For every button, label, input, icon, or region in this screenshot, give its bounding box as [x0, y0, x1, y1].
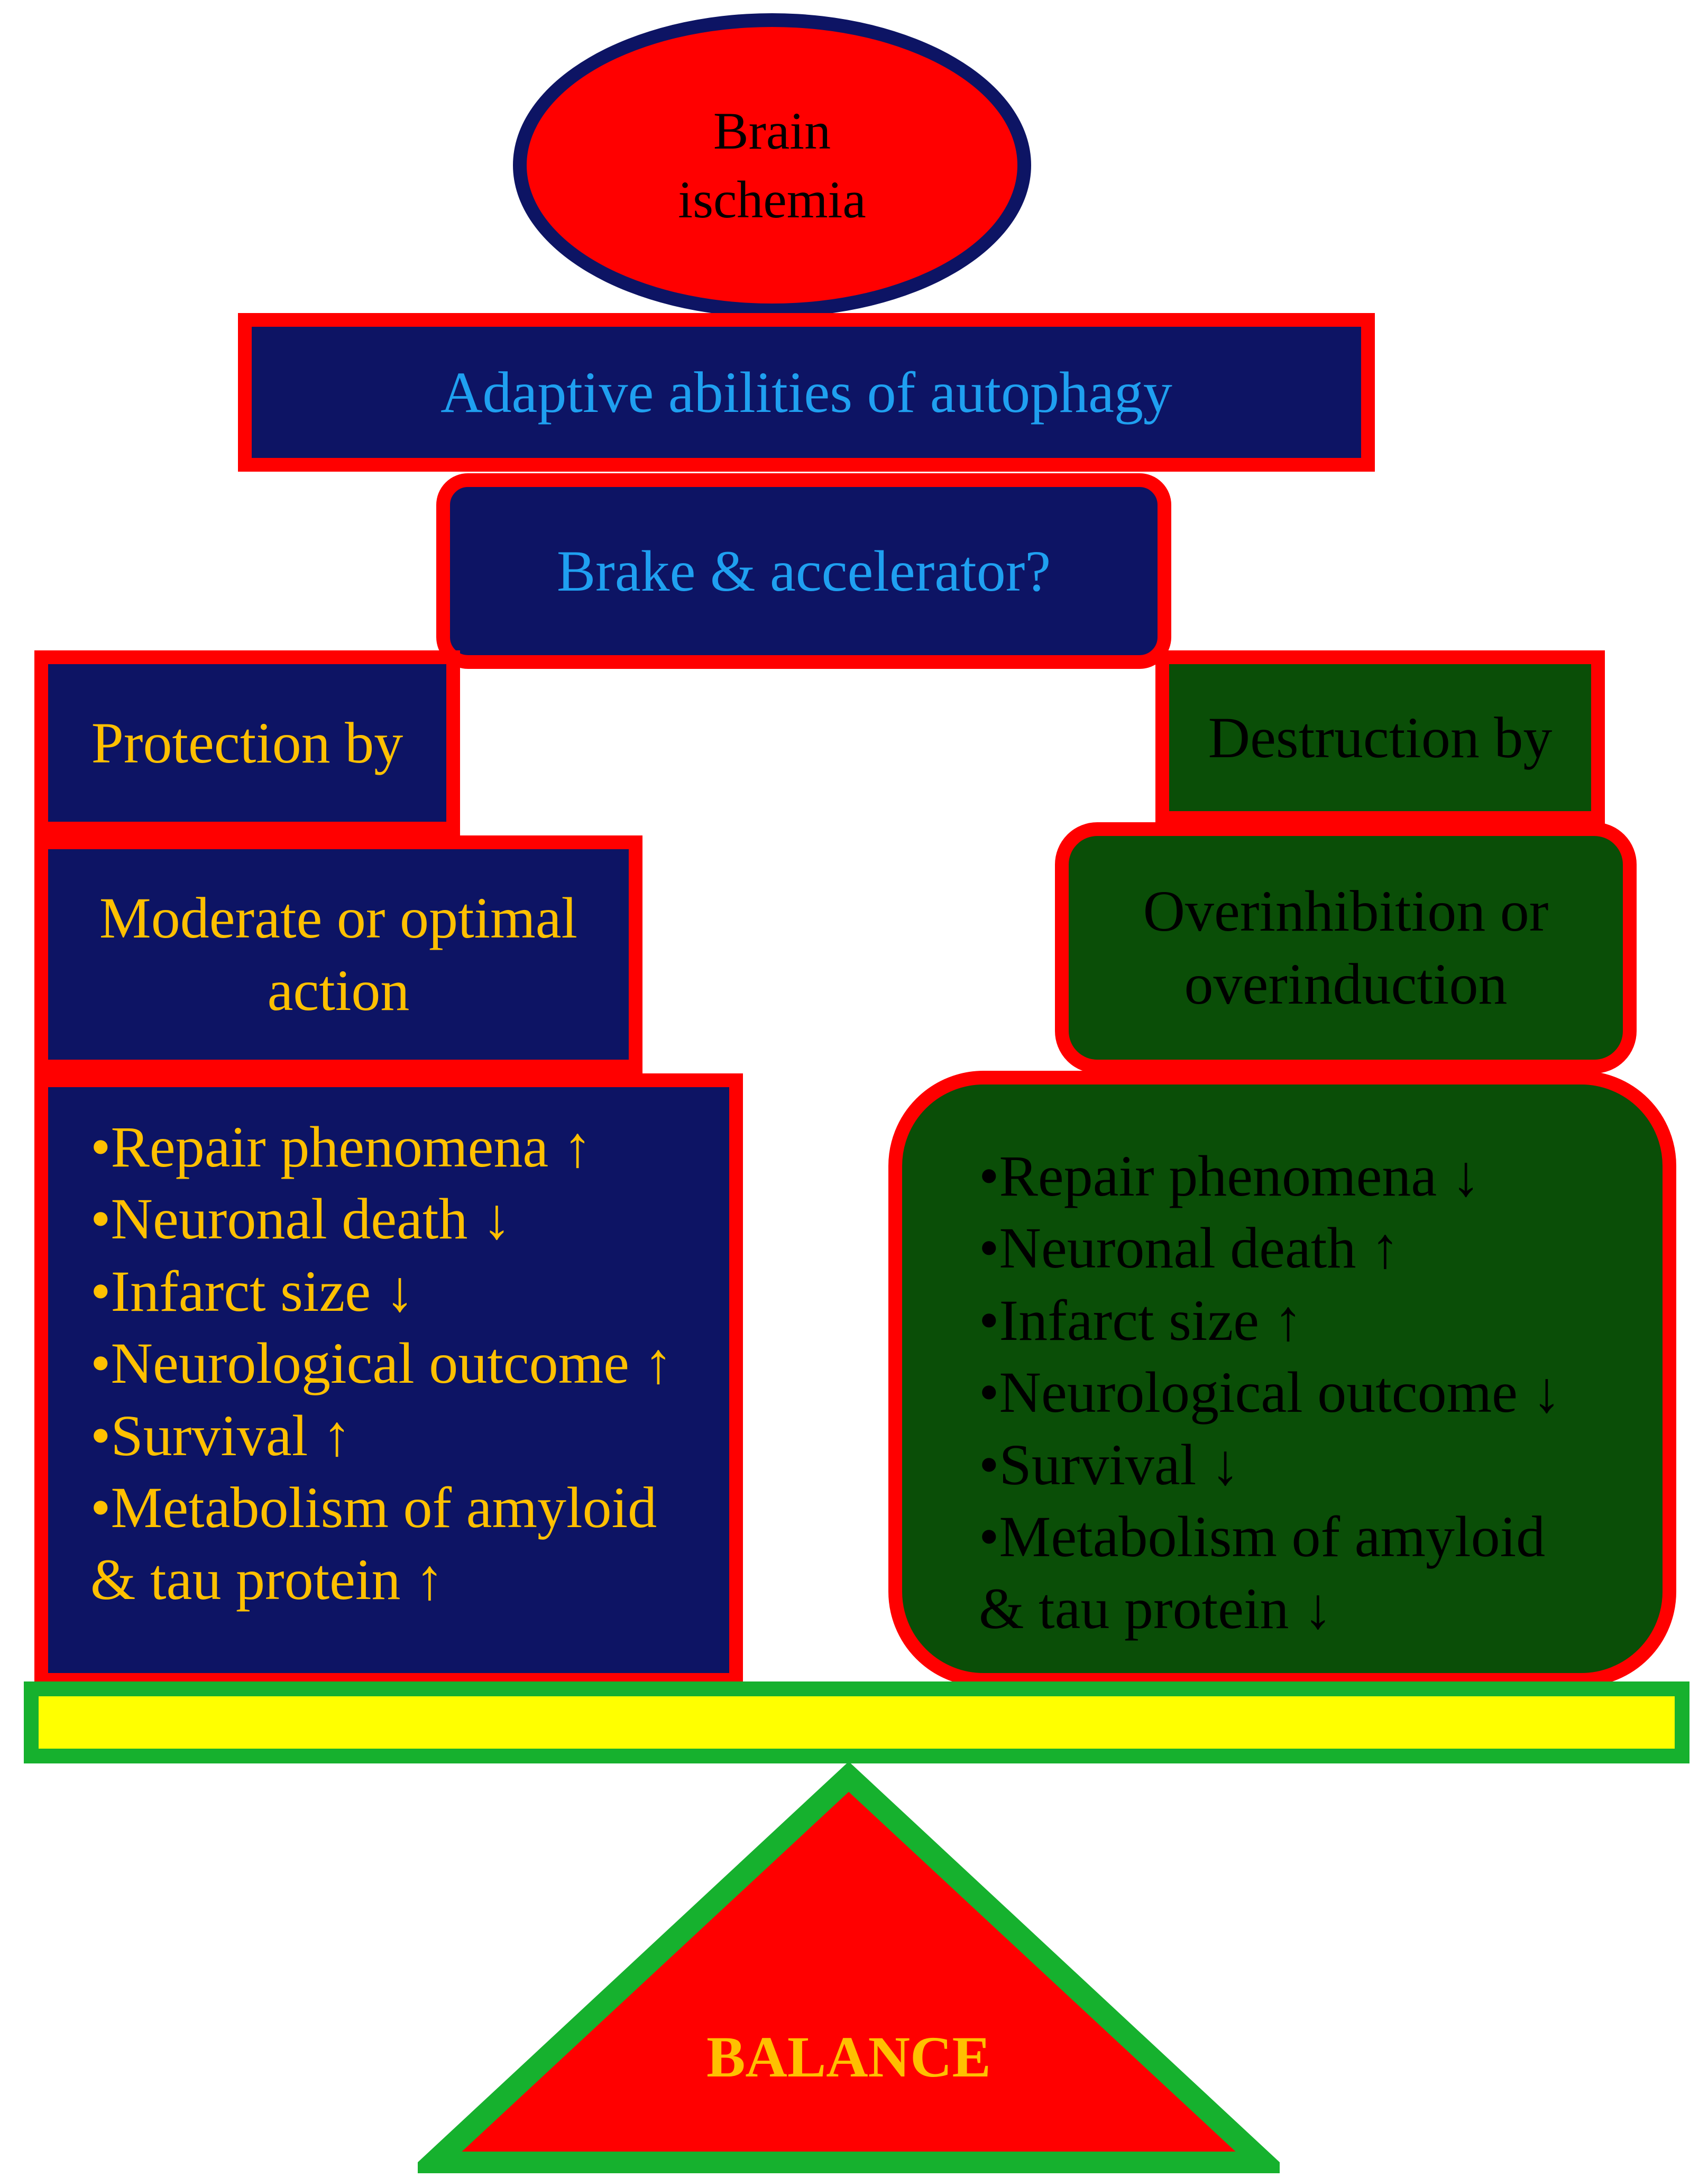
protection-header-box: Protection by [34, 650, 460, 835]
list-item: •Survival ↓ [979, 1432, 1240, 1497]
list-item: •Repair phenomena ↑ [90, 1115, 592, 1179]
list-item: •Metabolism of amyloid [90, 1475, 657, 1540]
moderate-action-line-1: Moderate or optimal [99, 885, 578, 950]
balance-fulcrum [418, 1761, 1280, 2173]
adaptive-abilities-box: Adaptive abilities of autophagy [238, 313, 1375, 472]
brain-ischemia-line-2: ischemia [678, 170, 866, 229]
list-item: & tau protein ↑ [90, 1547, 445, 1612]
brake-accelerator-label: Brake & accelerator? [556, 538, 1051, 603]
balance-beam [24, 1681, 1689, 1763]
balance-label-box: BALANCE [418, 2004, 1280, 2110]
list-item: •Infarct size ↑ [979, 1288, 1303, 1353]
list-item: •Neurological outcome ↑ [90, 1331, 673, 1396]
brake-accelerator-box: Brake & accelerator? [436, 473, 1171, 669]
destruction-header-box: Destruction by [1155, 650, 1605, 825]
list-item: •Neurological outcome ↓ [979, 1360, 1562, 1425]
overinhibition-line-1: Overinhibition or [1143, 879, 1549, 943]
overinhibition-line-2: overinduction [1184, 951, 1508, 1016]
brain-ischemia-node: Brain ischemia [513, 13, 1031, 317]
protection-effects-list: •Repair phenomena ↑ •Neuronal death ↓ •I… [34, 1073, 743, 1687]
destruction-effects-list: •Repair phenomena ↓ •Neuronal death ↑ •I… [888, 1071, 1676, 1687]
list-item: •Survival ↑ [90, 1403, 352, 1468]
protection-header-label: Protection by [91, 710, 403, 775]
brain-ischemia-line-1: Brain [713, 101, 831, 160]
list-item: •Neuronal death ↑ [979, 1216, 1400, 1281]
list-item: •Metabolism of amyloid [979, 1504, 1546, 1569]
list-item: & tau protein ↓ [979, 1576, 1333, 1641]
list-item: •Infarct size ↓ [90, 1258, 415, 1324]
list-item: •Repair phenomena ↓ [979, 1144, 1481, 1208]
balance-label: BALANCE [706, 2024, 991, 2089]
list-item: •Neuronal death ↓ [90, 1187, 511, 1252]
adaptive-abilities-label: Adaptive abilities of autophagy [440, 360, 1172, 425]
destruction-header-label: Destruction by [1208, 705, 1553, 770]
moderate-action-line-2: action [267, 958, 410, 1023]
overinhibition-box: Overinhibition or overinduction [1055, 822, 1637, 1073]
moderate-action-box: Moderate or optimal action [34, 835, 642, 1073]
